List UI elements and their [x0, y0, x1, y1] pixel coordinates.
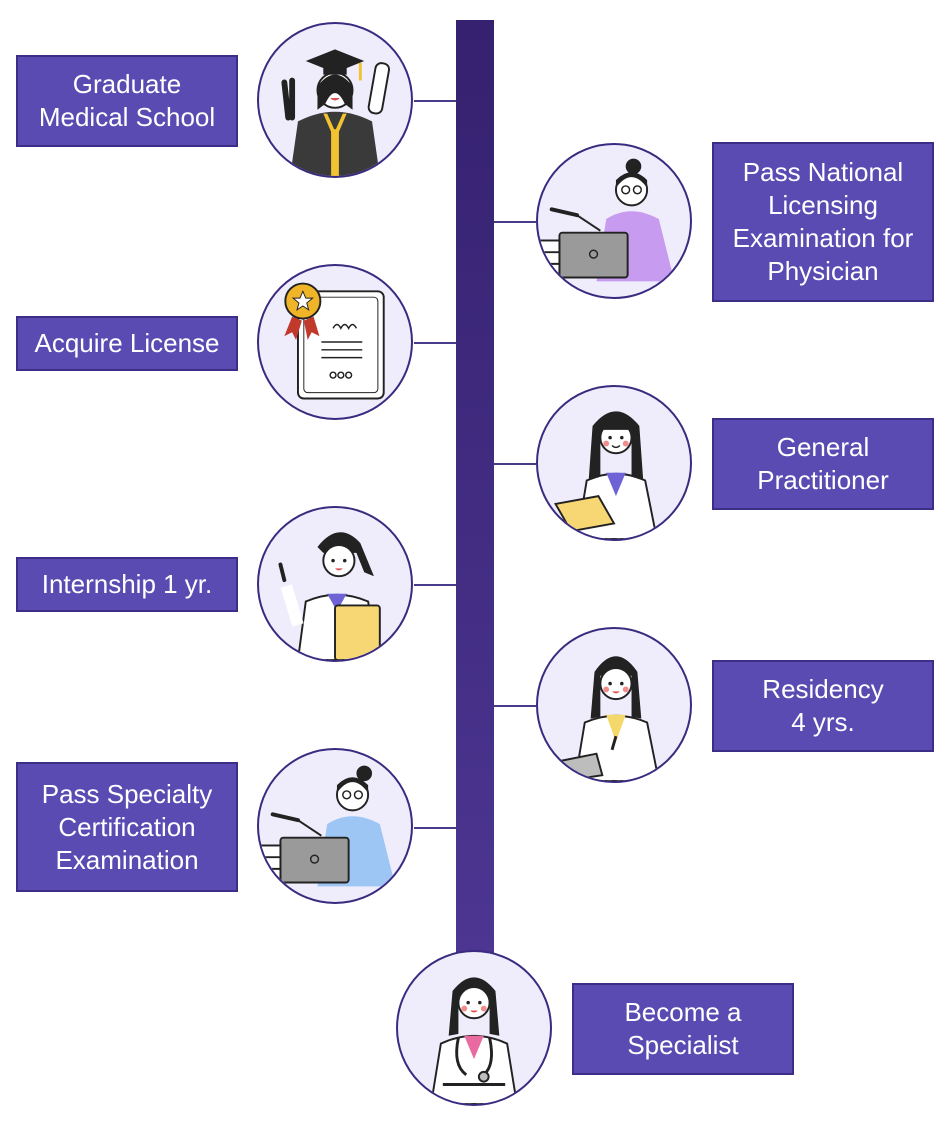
- step-general-practitioner-label: General Practitioner: [712, 418, 934, 510]
- student-laptop-icon: [538, 158, 675, 282]
- timeline-spine: [456, 20, 494, 960]
- step-internship-circle: [257, 506, 413, 662]
- step-pass-specialty-label: Pass Specialty Certification Examination: [16, 762, 238, 892]
- step-pass-national-label: Pass National Licensing Examination for …: [712, 142, 934, 302]
- specialist-stethoscope-icon: [430, 977, 518, 1104]
- connector: [414, 827, 456, 829]
- connector: [494, 463, 536, 465]
- step-acquire-license-circle: [257, 264, 413, 420]
- connector: [414, 584, 456, 586]
- intern-pointing-icon: [278, 532, 381, 660]
- resident-doctor-icon: [556, 656, 660, 781]
- step-graduate-label: Graduate Medical School: [16, 55, 238, 147]
- step-residency-label: Residency 4 yrs.: [712, 660, 934, 752]
- step-residency-circle: [536, 627, 692, 783]
- certificate-icon: [284, 282, 385, 400]
- connector: [494, 705, 536, 707]
- step-internship-label: Internship 1 yr.: [16, 557, 238, 612]
- step-pass-specialty-circle: [257, 748, 413, 904]
- graduate-icon: [281, 49, 391, 176]
- doctor-clipboard-icon: [554, 411, 658, 539]
- step-general-practitioner-circle: [536, 385, 692, 541]
- step-graduate-circle: [257, 22, 413, 178]
- student-laptop-icon: [259, 765, 396, 887]
- connector: [414, 342, 456, 344]
- step-acquire-license-label: Acquire License: [16, 316, 238, 371]
- step-specialist-label: Become a Specialist: [572, 983, 794, 1075]
- step-specialist-circle: [396, 950, 552, 1106]
- connector: [494, 221, 536, 223]
- connector: [414, 100, 456, 102]
- step-pass-national-circle: [536, 143, 692, 299]
